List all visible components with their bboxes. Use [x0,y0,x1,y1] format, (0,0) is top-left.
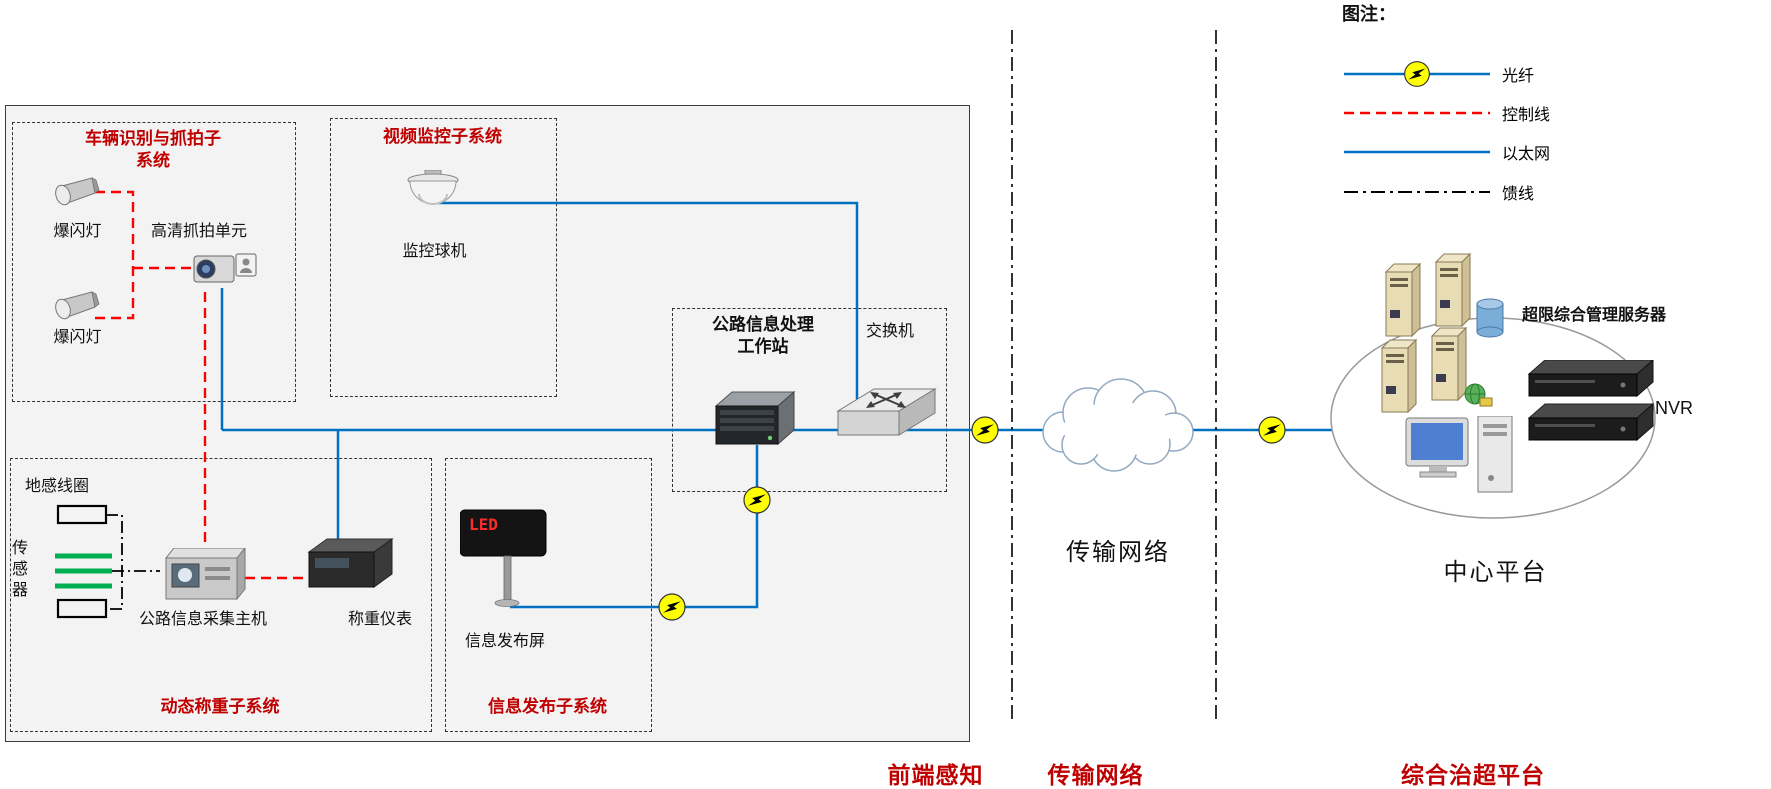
legend-row-feeder: 馈线 [1342,178,1534,206]
globe-icon [1464,383,1493,407]
control-line-sample [1344,111,1490,115]
nvr-label: NVR [1655,398,1694,418]
capture-camera-label: 高清抓拍单元 [150,223,247,240]
ethernet-line-sample [1344,150,1490,154]
fiber-node-icon [971,416,999,444]
feeder-line-sample [1344,191,1490,193]
server-cluster-icon [1372,252,1522,439]
legend-fiber-label: 光纤 [1502,68,1535,85]
server-label: 超限综合管理服务器 [1522,307,1667,324]
sensor-label: 传感器 [11,540,28,599]
weighing-subsystem-title: 动态称重子系统 [160,697,280,716]
capture-subsystem-box [12,122,296,402]
center-platform-label: 中心平台 [1443,559,1548,586]
zone-separators [1011,30,1217,722]
fiber-line-sample [1344,61,1490,87]
ground-coil-label: 地感线圈 [25,478,90,495]
zone-platform-label: 综合治超平台 [1401,762,1545,788]
zone-network-label: 传输网络 [1047,762,1144,788]
dome-camera-label: 监控球机 [402,243,467,260]
collection-host-label: 公路信息采集主机 [138,611,267,628]
capture-title-line1: 车辆识别与抓拍子 [85,129,221,148]
legend-row-control: 控制线 [1342,99,1550,127]
legend-ethernet-label: 以太网 [1502,146,1551,163]
client-pc-icon [1404,415,1526,511]
weighing-subsystem-box [10,458,432,732]
transmission-zone-label: 传输网络 [1066,539,1170,566]
strobe-bottom-label: 爆闪灯 [53,329,102,346]
platform-ellipse [1330,317,1656,519]
legend-row-fiber: 光纤 [1342,60,1534,88]
nvr-icon [1523,358,1655,463]
cloud-inner-mask [1063,402,1173,456]
legend-row-ethernet: 以太网 [1342,138,1550,166]
legend-control-label: 控制线 [1502,107,1551,124]
processing-title-line2: 工作站 [737,337,789,356]
publish-subsystem-box [445,458,652,732]
led-screen-label: 信息发布屏 [464,633,545,650]
weigh-meter-label: 称重仪表 [347,611,412,628]
database-cylinder-icon [1476,298,1504,338]
processing-title: 公路信息处理 工作站 [688,314,838,358]
capture-subsystem-title: 车辆识别与抓拍子 系统 [12,128,294,172]
capture-title-line2: 系统 [136,151,170,170]
legend-title: 图注： [1342,4,1396,24]
legend-feeder-label: 馈线 [1502,186,1535,203]
zone-front-label: 前端感知 [887,762,984,788]
strobe-top-label: 爆闪灯 [53,223,102,240]
video-subsystem-title: 视频监控子系统 [383,127,502,146]
fiber-node-icon [1258,416,1286,444]
network-cloud-shape [1042,378,1194,472]
processing-title-line1: 公路信息处理 [712,315,814,334]
switch-label: 交换机 [865,323,914,340]
publish-subsystem-title: 信息发布子系统 [488,697,607,716]
